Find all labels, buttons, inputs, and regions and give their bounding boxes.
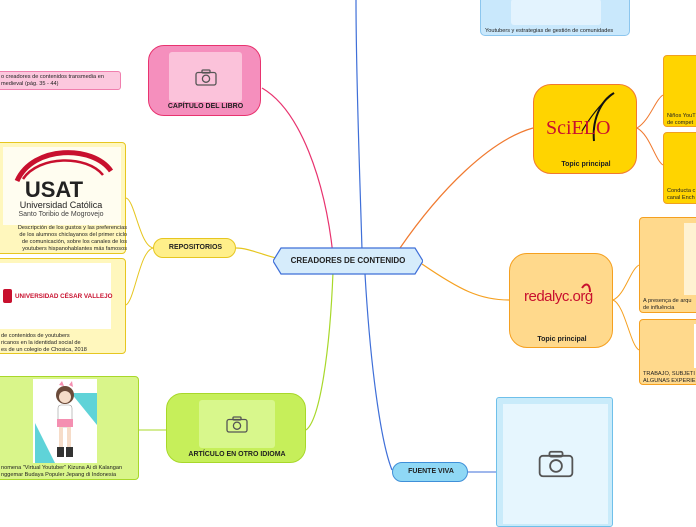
redalyc-logo: redalyc.org [516,262,608,332]
articulo-node[interactable]: ARTÍCULO EN OTRO IDIOMA [166,393,306,463]
kizuna-ai-image [33,379,97,463]
camera-icon [195,69,217,86]
usat-logo-sub1: Universidad Católica [3,200,119,210]
scielo-label: Topic principal [534,161,638,168]
redalyc-label: Topic principal [510,336,614,343]
character-illustration [33,379,97,463]
capitulo-node[interactable]: CAPÍTULO DEL LIBRO [148,45,261,116]
usat-leaf[interactable]: USAT Universidad Católica Santo Toribio … [0,142,126,254]
camera-icon [226,416,248,433]
camera-icon [538,450,574,478]
scielo-leaf-1[interactable]: Niños YouT de compet [663,55,696,127]
fuente-viva-label: FUENTE VIVA [393,468,469,475]
central-label: CREADORES DE CONTENIDO [273,256,423,265]
usat-logo: USAT Universidad Católica Santo Toribio … [3,147,121,225]
redalyc-leaf-1[interactable]: A presença de arqu de influência [639,217,696,313]
scielo-leaf-2[interactable]: Conducta c canal Ench [663,132,696,204]
ucv-logo: UNIVERSIDAD CÉSAR VALLEJO [0,263,111,329]
top-leaf-text: Youtubers y estrategias de gestión de co… [485,28,629,35]
image-placeholder [169,52,242,102]
scielo-logo-text: SciELO [546,117,610,140]
ucv-leaf[interactable]: UNIVERSIDAD CÉSAR VALLEJO de contenidos … [0,258,126,354]
articulo-leaf[interactable]: nomena "Virtual Youtuber" Kizuna Ai di K… [0,376,139,480]
scielo-leaf-1-text: Niños YouT de compet [667,113,696,127]
ucv-emblem-icon [3,289,12,303]
central-topic[interactable]: CREADORES DE CONTENIDO [273,246,423,276]
image-placeholder [503,404,608,524]
repositorios-node[interactable]: REPOSITORIOS [153,238,236,258]
image-placeholder [199,400,275,448]
fuente-viva-leaf[interactable] [496,397,613,527]
redalyc-mark-icon [516,262,608,332]
scielo-leaf-2-text: Conducta c canal Ench [667,188,696,202]
ucv-logo-text: UNIVERSIDAD CÉSAR VALLEJO [15,293,113,300]
ucv-text: de contenidos de youtubers ricanos en la… [1,333,127,354]
scielo-logo: SciELO [544,91,628,157]
redalyc-leaf-2[interactable]: TRABAJO, SUBJETI ALGUNAS EXPERIE [639,319,696,385]
articulo-leaf-text: nomena "Virtual Youtuber" Kizuna Ai di K… [1,465,139,479]
redalyc-leaf-1-text: A presença de arqu de influência [643,298,696,312]
redalyc-leaf-2-text: TRABAJO, SUBJETI ALGUNAS EXPERIE [643,371,696,385]
redalyc-node[interactable]: redalyc.org Topic principal [509,253,613,348]
usat-text: Descripción de los gustos y las preferen… [1,225,127,253]
capitulo-label: CAPÍTULO DEL LIBRO [149,103,262,110]
usat-logo-sub2: Santo Toribio de Mogrovejo [3,211,119,218]
capitulo-leaf[interactable]: o creadores de contenidos transmedia en … [0,71,121,90]
capitulo-leaf-text: o creadores de contenidos transmedia en … [1,74,121,88]
articulo-label: ARTÍCULO EN OTRO IDIOMA [167,451,307,458]
top-leaf-node[interactable]: Youtubers y estrategias de gestión de co… [480,0,630,36]
image-placeholder [684,223,696,295]
image-placeholder [511,0,601,25]
scielo-node[interactable]: SciELO Topic principal [533,84,637,174]
repositorios-label: REPOSITORIOS [154,244,237,251]
fuente-viva-node[interactable]: FUENTE VIVA [392,462,468,482]
